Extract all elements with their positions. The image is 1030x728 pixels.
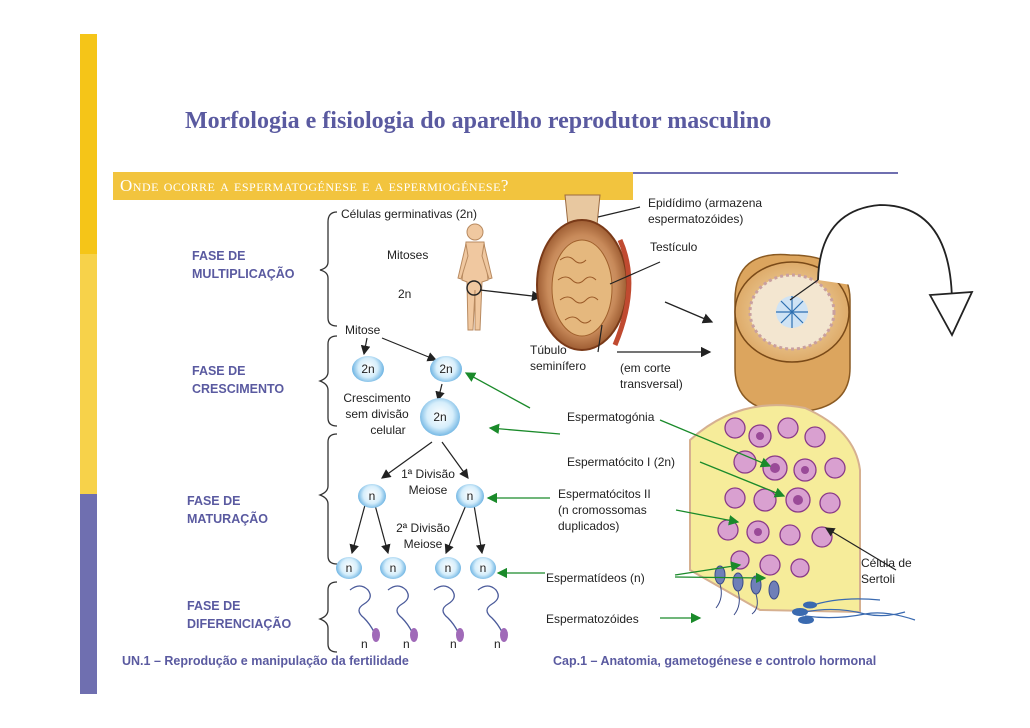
cell-n-spermatid-2: n — [380, 557, 406, 579]
sperm-n-label-1: n — [361, 637, 368, 651]
second-division-line2: Meiose — [403, 537, 443, 551]
germ-cells-label: Células germinativas (2n) — [341, 207, 478, 221]
subtitle-banner — [113, 172, 633, 200]
phase-maturation-line1: FASE DE — [187, 494, 241, 508]
phase-differentiation-line1: FASE DE — [187, 599, 241, 613]
cell-n-spermatid-2-label: n — [389, 561, 397, 575]
cell-n-meiosis1-left: n — [358, 484, 386, 508]
phase-growth: FASE DE CRESCIMENTO — [192, 362, 284, 398]
phase-growth-line1: FASE DE — [192, 364, 246, 378]
spermatozoa-row-illustration — [349, 585, 503, 633]
spermatocyte-1-label: Espermatócito I (2n) — [567, 455, 676, 469]
spermatocytes-2-line3: duplicados) — [558, 519, 620, 533]
ploidy-label-top: 2n — [398, 287, 412, 301]
growth-note: Crescimento sem divisão celular — [337, 390, 417, 438]
cell-n-spermatid-1: n — [336, 557, 362, 579]
cell-2n-right-label: 2n — [439, 362, 453, 376]
sidebar-purple-segment — [80, 494, 97, 694]
testis-label: Testículo — [650, 240, 698, 254]
growth-note-line1: Crescimento — [343, 391, 411, 405]
cell-n-spermatid-4-label: n — [479, 561, 487, 575]
sperm-n-label-4: n — [494, 637, 501, 651]
spermatozoa-label: Espermatozóides — [546, 612, 639, 626]
cross-section-line1: (em corte — [620, 361, 671, 375]
sidebar-color-bar — [80, 34, 97, 694]
growth-note-line3: celular — [370, 423, 406, 437]
cross-section-label: (em corte transversal) — [620, 360, 683, 392]
page-title: Morfologia e fisiologia do aparelho repr… — [185, 108, 772, 134]
epididymis-label: Epidídimo (armazena espermatozóides) — [648, 195, 762, 227]
tissue-wedge-illustration — [689, 404, 861, 616]
spermatocytes-2-line1: Espermatócitos II — [558, 487, 651, 501]
phase-braces — [318, 211, 338, 653]
cell-n-meiosis1-left-label: n — [368, 489, 376, 503]
phase-growth-line2: CRESCIMENTO — [192, 382, 285, 396]
epididymis-line2: espermatozóides) — [648, 212, 744, 226]
cell-n-spermatid-3-label: n — [444, 561, 452, 575]
phase-maturation-line2: MATURAÇÃO — [187, 512, 269, 526]
cell-2n-grown: 2n — [420, 398, 460, 436]
phase-multiplication-line1: FASE DE — [192, 249, 246, 263]
sperm-n-label-2: n — [403, 637, 410, 651]
tubule-line2: seminífero — [530, 359, 587, 373]
epididymis-line1: Epidídimo (armazena — [648, 196, 763, 210]
sidebar-light-yellow-segment — [80, 254, 97, 494]
cell-n-meiosis1-right: n — [456, 484, 484, 508]
subtitle: Onde ocorre a espermatogénese e a esperm… — [120, 176, 509, 195]
first-division-line2: Meiose — [408, 483, 448, 497]
cell-2n-right: 2n — [430, 356, 462, 382]
mitose-label: Mitose — [345, 323, 381, 337]
sertoli-line1: Célula de — [861, 556, 912, 570]
first-division-label: 1ª Divisão Meiose — [388, 466, 468, 498]
sertoli-cell-label: Célula de Sertoli — [861, 555, 912, 587]
second-division-line1: 2ª Divisão — [396, 521, 450, 535]
spermatids-label: Espermatídeos (n) — [546, 571, 645, 585]
tubule-label: Túbulo seminífero — [530, 342, 586, 374]
footer-right: Cap.1 – Anatomia, gametogénese e control… — [553, 654, 877, 668]
cell-n-spermatid-3: n — [435, 557, 461, 579]
phase-differentiation: FASE DE DIFERENCIAÇÃO — [187, 597, 291, 633]
phase-multiplication: FASE DE MULTIPLICAÇÃO — [192, 247, 295, 283]
cell-n-spermatid-4: n — [470, 557, 496, 579]
cell-2n-grown-label: 2n — [433, 410, 447, 424]
cell-2n-left-label: 2n — [361, 362, 375, 376]
testis-illustration — [536, 194, 632, 351]
first-division-line1: 1ª Divisão — [401, 467, 455, 481]
cross-section-line2: transversal) — [620, 377, 683, 391]
human-figure-illustration — [457, 223, 493, 331]
sperm-n-label-3: n — [450, 637, 457, 651]
cell-n-meiosis1-right-label: n — [466, 489, 474, 503]
footer-left: UN.1 – Reprodução e manipulação da ferti… — [122, 654, 409, 668]
spermatogonia-label: Espermatogónia — [567, 410, 655, 424]
tubule-line1: Túbulo — [530, 343, 567, 357]
second-division-label: 2ª Divisão Meiose — [383, 520, 463, 552]
title-divider — [633, 172, 898, 174]
mitoses-label: Mitoses — [387, 248, 429, 262]
sertoli-line2: Sertoli — [861, 572, 896, 586]
curved-arrow-illustration — [817, 204, 953, 301]
spermatocytes-2-line2: (n cromossomas — [558, 503, 647, 517]
phase-maturation: FASE DE MATURAÇÃO — [187, 492, 268, 528]
growth-note-line2: sem divisão — [345, 407, 409, 421]
sidebar-yellow-segment — [80, 34, 97, 254]
cell-2n-left: 2n — [352, 356, 384, 382]
phase-multiplication-line2: MULTIPLICAÇÃO — [192, 267, 295, 281]
phase-differentiation-line2: DIFERENCIAÇÃO — [187, 617, 292, 631]
cell-n-spermatid-1-label: n — [345, 561, 353, 575]
spermatocytes-2-label: Espermatócitos II (n cromossomas duplica… — [558, 486, 651, 534]
